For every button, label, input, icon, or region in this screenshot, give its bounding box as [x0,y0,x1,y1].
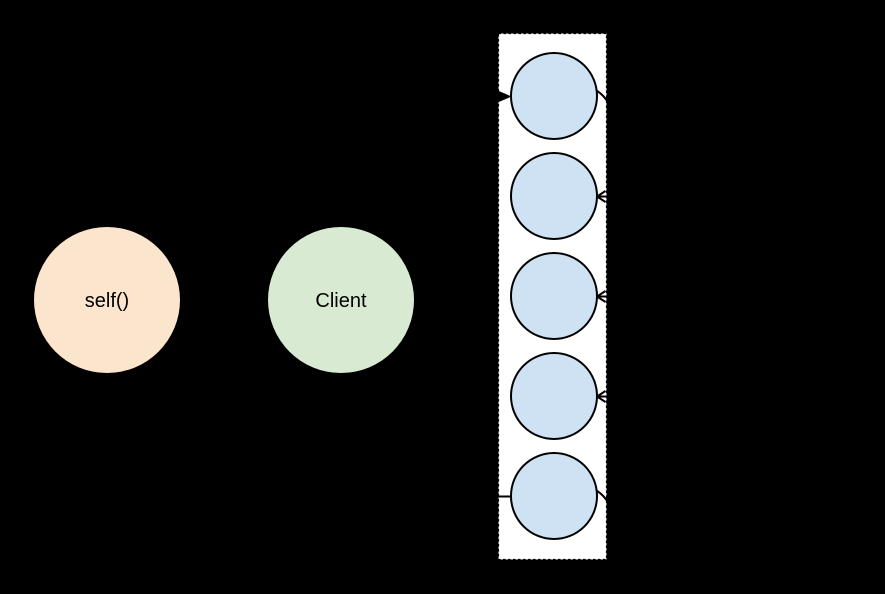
worker-node-5 [510,452,598,540]
arrow-into-worker-4-head-lower [596,395,607,403]
worker-nodes [510,52,598,540]
arrow-into-worker-3 [596,290,625,303]
arrow-into-worker-2-head-lower [596,195,607,203]
client-node-label: Client [315,290,367,312]
arrow-out-worker-1 [595,89,610,105]
arrow-into-worker-1-head [496,90,512,103]
arrow-into-worker-4 [596,390,625,403]
arrow-into-worker-3-head-upper [596,290,607,298]
worker-node-3 [510,252,598,340]
arrow-into-worker-2 [596,190,625,203]
arrow-out-worker-5 [595,489,610,505]
worker-node-4 [510,352,598,440]
self-node [34,227,180,373]
client-node [268,227,414,373]
arrow-into-worker-4-head-upper [596,390,607,398]
connectors [455,89,625,505]
arrow-into-worker-1 [455,90,512,103]
arrow-into-worker-3-head-lower [596,295,607,303]
arrow-into-worker-2-head-upper [596,190,607,198]
worker-node-2 [510,152,598,240]
self-node-label: self() [85,290,129,312]
worker-node-1 [510,52,598,140]
